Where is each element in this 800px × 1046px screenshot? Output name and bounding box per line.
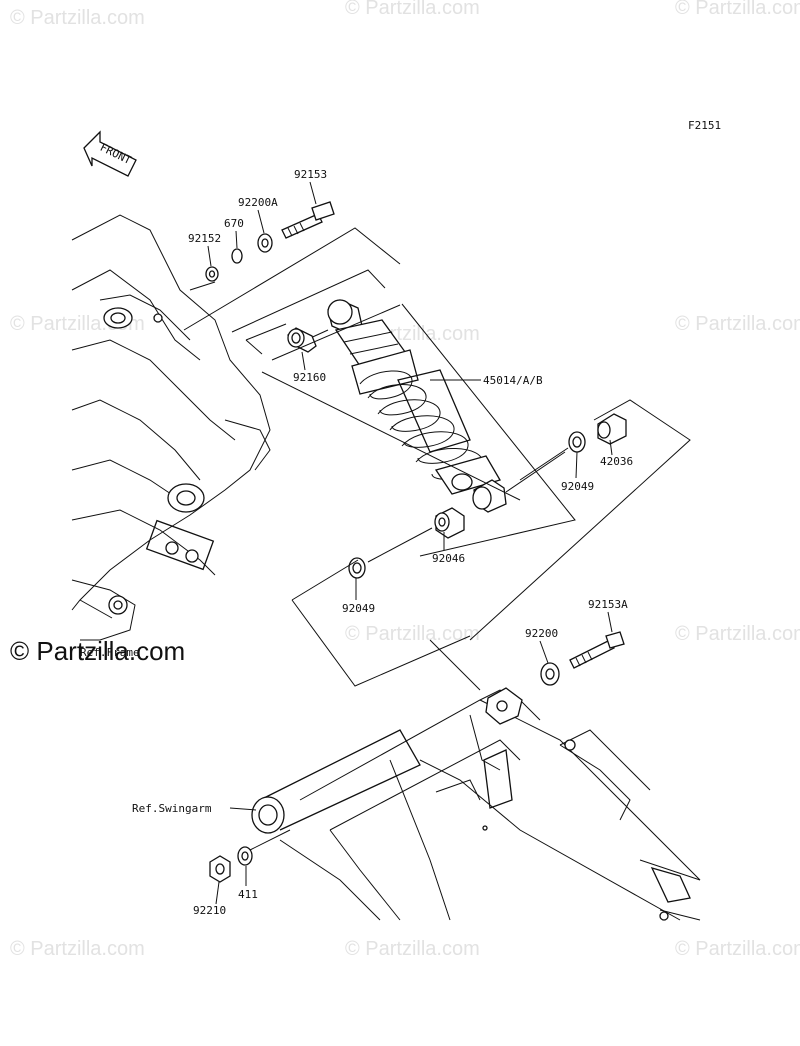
label-92153: 92153 [294,168,327,181]
watermark-main: © Partzilla.com [10,636,185,666]
right-upper-hardware [469,399,691,641]
label-92049-upper: 92049 [561,480,594,493]
lower-link-outline [291,559,481,691]
label-92200a: 92200A [238,196,278,209]
label-92046: 92046 [432,552,465,565]
watermark-group: © Partzilla.com © Partzilla.com © Partzi… [10,0,800,960]
watermark: © Partzilla.com [345,938,480,960]
watermark: © Partzilla.com [10,7,145,29]
left-lower-washer-92049 [348,527,433,579]
frame-drawing [71,214,271,641]
swingarm-drawing [251,687,701,921]
bushing-92046 [434,507,465,539]
watermark: © Partzilla.com [10,938,145,960]
upper-mount-hardware [205,201,335,282]
watermark: © Partzilla.com [345,623,480,645]
washer-92200 [540,662,560,686]
swingarm-hardware [209,829,291,883]
label-670: 670 [224,217,244,230]
label-92152: 92152 [188,232,221,245]
upper-bracket-outline [183,227,401,355]
lower-bushing-shock [472,479,507,513]
bushing-92160 [287,327,317,353]
figure-code: F2151 [688,119,721,132]
label-411: 411 [238,888,258,901]
bolt-92153a [569,631,625,669]
label-92049-lower: 92049 [342,602,375,615]
label-42036: 42036 [600,455,633,468]
front-arrow-icon: FRONT [83,130,137,177]
label-92210: 92210 [193,904,226,917]
watermark: © Partzilla.com [345,0,480,19]
label-92153a: 92153A [588,598,628,611]
label-92200: 92200 [525,627,558,640]
watermark: © Partzilla.com [675,938,800,960]
lower-bracket-outline [261,303,576,557]
label-92160: 92160 [293,371,326,384]
watermark: © Partzilla.com [675,313,800,335]
watermark: © Partzilla.com [675,623,800,645]
ref-swingarm-label: Ref.Swingarm [132,802,212,815]
label-45014: 45014/A/B [483,374,543,387]
ref-frame-label: Ref.Frame [80,646,140,659]
watermark: © Partzilla.com [675,0,800,19]
